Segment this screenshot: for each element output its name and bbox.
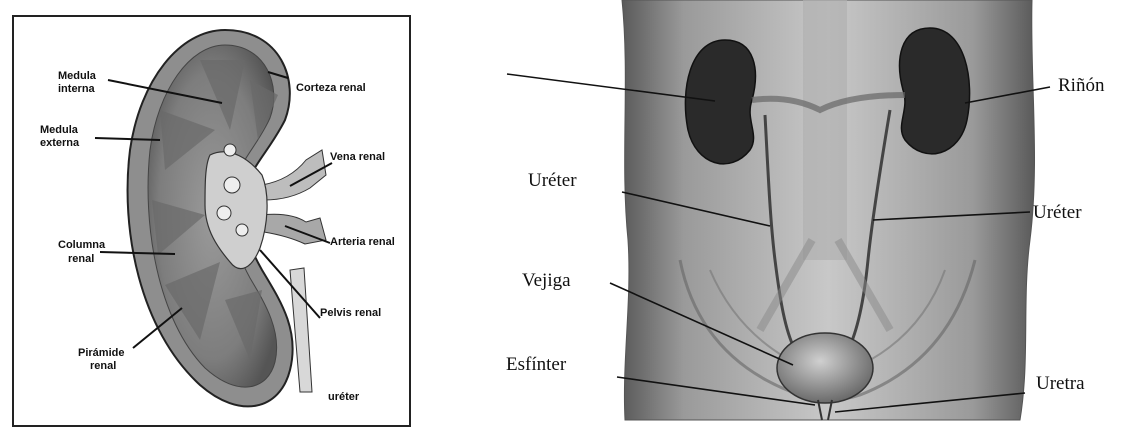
label-ureter-right: Uréter <box>1033 202 1082 223</box>
label-corteza-renal: Corteza renal <box>296 82 366 94</box>
label-piramide-renal-line1: Pirámide <box>78 347 124 359</box>
calyx-1 <box>224 177 240 193</box>
left-kidney <box>685 40 755 164</box>
kidney-section-panel: Medula interna Corteza renal Medula exte… <box>13 16 410 426</box>
label-uretra: Uretra <box>1036 373 1085 394</box>
calyx-4 <box>224 144 236 156</box>
label-arteria-renal: Arteria renal <box>330 236 395 248</box>
bladder <box>777 333 873 403</box>
label-vejiga: Vejiga <box>522 270 571 291</box>
label-pelvis-renal: Pelvis renal <box>320 307 381 319</box>
label-piramide-renal-line2: renal <box>90 360 116 372</box>
label-esfinter: Esfínter <box>506 354 567 375</box>
label-columna-renal-line1: Columna <box>58 239 106 251</box>
label-medula-externa-line2: externa <box>40 137 80 149</box>
label-medula-interna-line1: Medula <box>58 70 97 82</box>
right-kidney <box>900 28 970 154</box>
label-medula-externa-line1: Medula <box>40 124 79 136</box>
spine <box>803 0 847 260</box>
label-medula-interna-line2: interna <box>58 83 96 95</box>
label-ureter-small: uréter <box>328 391 360 403</box>
label-rinon: Riñón <box>1058 75 1105 96</box>
urinary-system-panel: Riñón Uréter Uréter Vejiga Esfínter Uret… <box>506 0 1105 420</box>
torso-illustration <box>622 0 1035 420</box>
label-ureter-left: Uréter <box>528 170 577 191</box>
calyx-2 <box>217 206 231 220</box>
calyx-3 <box>236 224 248 236</box>
label-vena-renal: Vena renal <box>330 151 385 163</box>
label-columna-renal-line2: renal <box>68 253 94 265</box>
